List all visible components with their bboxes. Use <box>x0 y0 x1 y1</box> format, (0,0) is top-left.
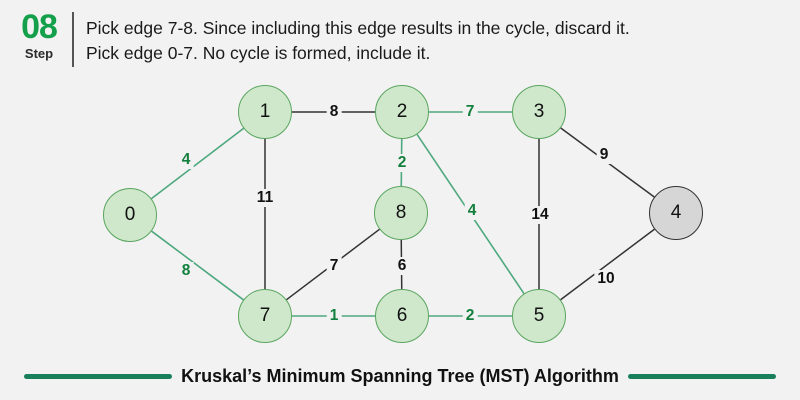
graph-node-0[interactable]: 0 <box>103 188 157 242</box>
step-description-line-1: Pick edge 7-8. Since including this edge… <box>86 18 630 38</box>
graph-node-label: 5 <box>533 305 545 326</box>
graph-edge-0-7 <box>151 230 244 301</box>
graph-edge-weight-2-5: 4 <box>464 202 480 220</box>
graph-edge-weight-3-5: 14 <box>528 206 552 224</box>
step-label: Step <box>24 46 54 61</box>
graph-node-label: 8 <box>395 202 407 223</box>
graph-edge-weight-0-7: 8 <box>178 262 194 280</box>
graph-node-label: 0 <box>124 204 136 225</box>
graph-edge-weight-4-5: 10 <box>594 270 618 288</box>
graph-edge-weight-7-8: 7 <box>326 257 342 275</box>
graph-node-1[interactable]: 1 <box>238 85 292 139</box>
graph-canvas: 0 1 2 3 4 5 6 7 8 4 8 8 11 7 2 4 9 14 10 2 6 1 7 <box>0 72 800 352</box>
graph-node-label: 7 <box>259 305 271 326</box>
graph-edge-weight-0-1: 4 <box>178 151 194 169</box>
graph-node-7[interactable]: 7 <box>238 289 292 343</box>
graph-node-6[interactable]: 6 <box>375 289 429 343</box>
graph-node-label: 3 <box>533 101 545 122</box>
graph-edge-weight-7-6: 1 <box>326 307 342 325</box>
step-description: Pick edge 7-8. Since including this edge… <box>86 16 630 67</box>
graph-node-8[interactable]: 8 <box>374 186 428 240</box>
graph-node-5[interactable]: 5 <box>512 289 566 343</box>
graph-node-label: 2 <box>396 101 408 122</box>
footer-title: Kruskal’s Minimum Spanning Tree (MST) Al… <box>181 365 619 386</box>
graph-node-2[interactable]: 2 <box>375 85 429 139</box>
graph-node-4[interactable]: 4 <box>649 186 703 240</box>
graph-node-3[interactable]: 3 <box>512 85 566 139</box>
graph-edge-weight-2-3: 7 <box>462 103 478 121</box>
graph-edge-weight-5-6: 2 <box>462 307 478 325</box>
footer-caption: Kruskal’s Minimum Spanning Tree (MST) Al… <box>0 352 800 400</box>
footer-rule-left <box>24 373 173 379</box>
graph-edge-weight-1-7: 11 <box>253 189 277 207</box>
graph-node-label: 4 <box>670 202 682 223</box>
graph-edge-0-1 <box>150 127 245 200</box>
graph-node-label: 6 <box>396 305 408 326</box>
graph-edge-weight-1-2: 8 <box>326 103 342 121</box>
step-number: 08 <box>21 8 58 46</box>
graph-edge-weight-6-8: 6 <box>394 257 410 275</box>
graph-edge-weight-3-4: 9 <box>596 146 612 164</box>
footer-rule-right <box>627 373 776 379</box>
step-description-line-2: Pick edge 0-7. No cycle is formed, inclu… <box>86 43 431 64</box>
graph-edge-weight-2-8: 2 <box>394 154 410 172</box>
header-divider <box>72 12 74 67</box>
graph-edge-4-5 <box>560 228 655 301</box>
step-badge: 08 Step <box>8 10 70 60</box>
step-header: 08 Step Pick edge 7-8. Since including t… <box>0 0 800 78</box>
graph-node-label: 1 <box>259 101 271 122</box>
